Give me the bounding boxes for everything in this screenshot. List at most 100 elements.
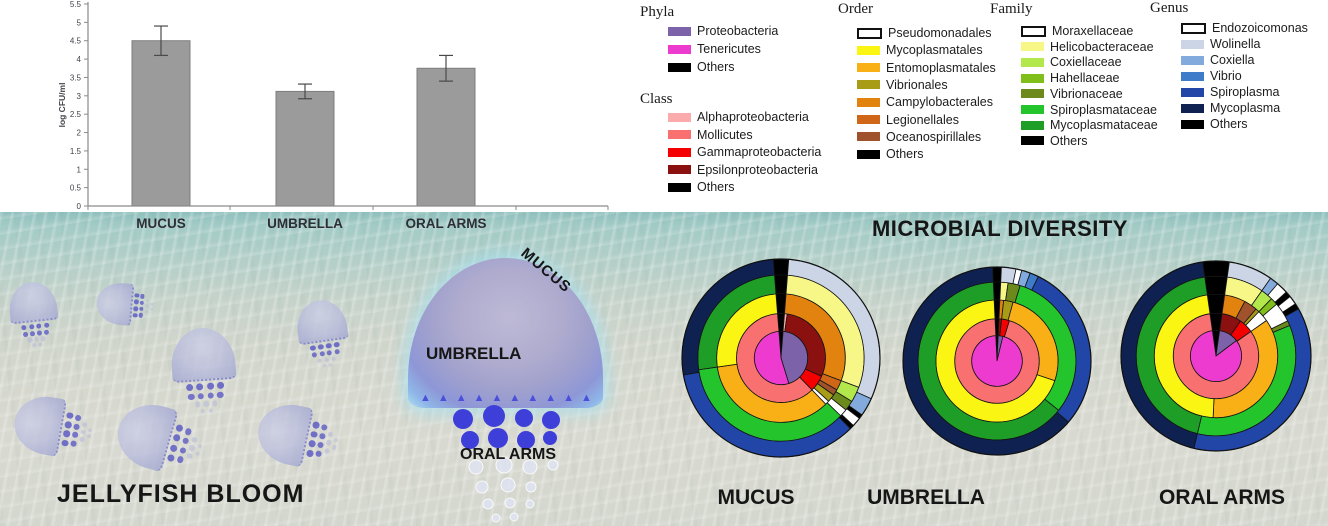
oral-arm-dot-faint [509,512,519,522]
sunburst-oral-arms-label: ORAL ARMS [1159,486,1285,509]
y-tick-label: 2 [77,129,82,138]
legend-group-title-order: Order [838,1,873,17]
legend-swatch [1181,39,1204,49]
tentacle-dot [150,302,154,306]
x-category-label: MUCUS [136,216,186,231]
legend-item-label: Moraxellaceae [1052,24,1134,38]
oral-arm-dot-faint [525,481,537,493]
y-tick-label: 0 [77,202,82,211]
tentacle-dot [43,322,50,329]
tentacle-dot [306,449,314,458]
legend-swatch [668,26,691,36]
legend-swatch [668,62,691,72]
bar-oral-arms [416,67,476,207]
oral-arm-dot-faint [525,499,535,509]
tentacle-dot [188,393,195,401]
tentacle-dot [319,351,325,357]
tentacle-dot [188,444,196,452]
sunburst-oral-arms [1120,260,1312,452]
legend-swatch [668,44,691,54]
legend-swatch [857,97,880,107]
legend-group-title-class: Class [640,91,673,107]
legend-item: Epsilonproteobacteria [668,163,818,176]
tentacle-dot [66,411,74,420]
legend-swatch [857,132,880,142]
jellyfish-bloom-label: JELLYFISH BLOOM [57,480,305,508]
tentacle-dot [139,306,144,312]
tentacle-dot [133,299,139,305]
legend-item: Pseudomonadales [857,27,992,39]
tentacle-dot [64,421,73,429]
legend-item-label: Spiroplasmataceae [1050,102,1158,117]
legend-item-label: Tenericutes [697,42,761,56]
legend-item: Vibrio [1181,70,1242,82]
tentacle-dot [324,357,330,363]
tentacle-dot [27,337,33,343]
oral-arm-dot [542,411,560,429]
tentacle-dot [206,382,214,391]
legend-swatch [1181,119,1204,129]
tentacle-dot [312,421,320,430]
tentacle-dot [186,384,194,392]
tentacle-dot [29,331,36,337]
legend-group-title-phyla: Phyla [640,4,675,20]
tentacle-dot [197,392,205,400]
tentacle-dot [325,439,332,446]
sunburst-mucus [681,258,881,458]
legend-item: Gammaproteobacteria [668,146,821,158]
tentacle-dot [333,341,340,348]
legend-swatch [1181,71,1204,81]
jellyfish-bell [6,279,59,325]
tentacle-dot [323,447,330,454]
x-category-label: UMBRELLA [267,216,343,231]
legend-item-label: Others [886,147,924,162]
sunburst-segment-others [1204,275,1228,296]
legend-swatch [1021,105,1044,114]
tentacle-dot [78,436,85,443]
jellyfish-bell [9,391,68,458]
oral-arm-dot [488,428,508,448]
tentacle-dot [167,453,176,463]
legend-item: Vibrionales [857,79,948,91]
tentacle-dot [44,329,50,335]
legend-swatch [1181,87,1204,97]
tentacle-dot [208,408,214,414]
tentacle-dot [86,434,91,439]
tentacle-dot [176,455,185,464]
oral-arm-dot-faint [491,513,501,523]
oral-arm-dot [543,431,557,445]
tentacle-dot [181,437,190,446]
tentacle-dot [184,427,193,436]
oral-arm-dot [483,405,505,427]
sunburst-umbrella [902,266,1092,456]
legend-item: Oceanospirillales [857,131,981,143]
oral-arm-dot-faint [468,459,484,475]
tentacle-dot [139,300,145,305]
tentacle-dot [134,292,140,298]
legend-item: Tenericutes [668,43,761,55]
oral-arm-dot-faint [547,459,559,471]
tentacle-dot [309,344,317,352]
tentacle-dot [212,400,218,407]
tentacle-dot [63,430,71,438]
legend-item: Campylobacterales [857,96,993,108]
jellyfish-bell [293,296,349,346]
oral-arm-dot-faint [504,497,516,509]
legend-item: Hahellaceae [1021,72,1120,84]
legend-item-label: Vibrionales [886,77,948,92]
legend-item: Mollicutes [668,128,753,141]
tentacle-dot [34,337,39,342]
tentacle-dot [310,430,318,439]
legend-swatch [1021,57,1044,67]
legend-item-label: Others [697,60,735,74]
legend-swatch [668,182,691,192]
tentacle-dot [325,342,332,349]
legend-item-label: Others [1050,133,1088,148]
oral-arms-dots [453,405,560,523]
legend-item: Mycoplasmataceae [1021,119,1158,131]
legend-swatch [1021,42,1044,52]
tentacle-dot [334,348,340,355]
diagram-umbrella-label: UMBRELLA [426,344,522,363]
tentacle-dot [328,362,333,367]
tentacle-dot [38,342,42,347]
